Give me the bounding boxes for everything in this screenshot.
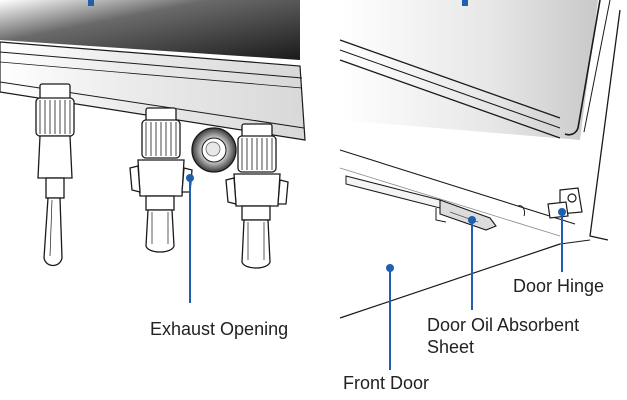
oil-absorbent-sheet-shape xyxy=(439,199,497,231)
connector-left xyxy=(35,83,75,267)
dark-top-housing xyxy=(0,0,300,60)
connector-right xyxy=(225,123,289,269)
connector-middle xyxy=(129,107,193,253)
oil-sheet-leader-dot xyxy=(468,216,476,224)
exhaust-opening xyxy=(191,127,237,173)
accent-marker xyxy=(88,0,94,6)
housing-underside xyxy=(0,41,306,141)
left-panel xyxy=(0,0,306,303)
label-front-door: Front Door xyxy=(343,373,430,393)
accent-marker-right xyxy=(462,0,468,6)
exhaust-leader-dot xyxy=(186,174,194,182)
label-door-hinge: Door Hinge xyxy=(513,276,605,296)
label-door-oil-absorbent-sheet: Door Oil Absorbent Sheet xyxy=(427,315,580,357)
front-door-leader-dot xyxy=(386,264,394,272)
door-hinge-shape xyxy=(547,187,583,219)
right-panel xyxy=(339,0,627,400)
hinge-leader-dot xyxy=(558,208,566,216)
label-exhaust-opening: Exhaust Opening xyxy=(150,319,289,339)
